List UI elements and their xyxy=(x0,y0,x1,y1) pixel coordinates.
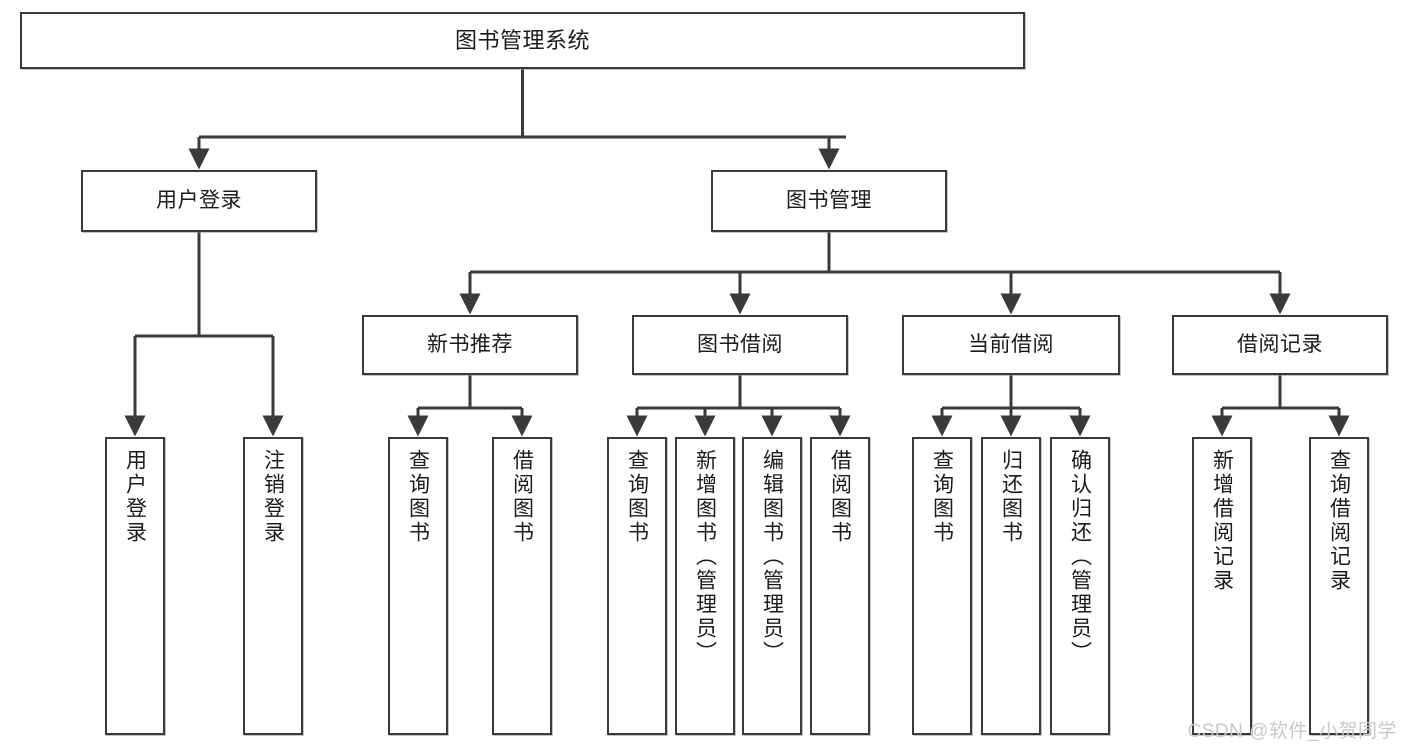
node-borrow-record-label: 借阅记录 xyxy=(1237,332,1323,356)
node-current-borrow-label: 当前借阅 xyxy=(968,332,1054,356)
node-leaf-cur-confirm-return[interactable]: 确认归还（管理员） xyxy=(1050,437,1110,735)
node-leaf-borrow-add-book-label: 新增图书（管理员） xyxy=(693,449,717,665)
node-root[interactable]: 图书管理系统 xyxy=(20,12,1025,69)
node-book-borrow[interactable]: 图书借阅 xyxy=(632,315,848,375)
node-book-manage[interactable]: 图书管理 xyxy=(711,170,947,232)
node-leaf-user-logout[interactable]: 注销登录 xyxy=(243,437,303,735)
node-leaf-borrow-edit-book-label: 编辑图书（管理员） xyxy=(760,449,784,665)
node-leaf-rec-query-book-label: 查询图书 xyxy=(406,449,430,545)
node-new-book-recommend[interactable]: 新书推荐 xyxy=(362,315,578,375)
node-new-book-recommend-label: 新书推荐 xyxy=(427,332,513,356)
node-leaf-borrow-add-book[interactable]: 新增图书（管理员） xyxy=(675,437,735,735)
node-user-login[interactable]: 用户登录 xyxy=(81,170,317,232)
node-borrow-record[interactable]: 借阅记录 xyxy=(1172,315,1388,375)
node-leaf-cur-query-book-label: 查询图书 xyxy=(930,449,954,545)
node-leaf-user-login-label: 用户登录 xyxy=(123,449,147,545)
node-leaf-rec-add-record[interactable]: 新增借阅记录 xyxy=(1192,437,1252,735)
node-leaf-rec-add-record-label: 新增借阅记录 xyxy=(1210,449,1234,593)
node-book-manage-label: 图书管理 xyxy=(786,188,872,212)
node-leaf-cur-return-book-label: 归还图书 xyxy=(999,449,1023,545)
node-leaf-borrow-query-book[interactable]: 查询图书 xyxy=(607,437,667,735)
node-current-borrow[interactable]: 当前借阅 xyxy=(902,315,1120,375)
node-leaf-rec-borrow-book[interactable]: 借阅图书 xyxy=(492,437,552,735)
node-leaf-user-login[interactable]: 用户登录 xyxy=(105,437,165,735)
node-leaf-rec-query-book[interactable]: 查询图书 xyxy=(388,437,448,735)
node-leaf-borrow-query-book-label: 查询图书 xyxy=(625,449,649,545)
node-root-label: 图书管理系统 xyxy=(454,27,590,53)
node-leaf-cur-return-book[interactable]: 归还图书 xyxy=(981,437,1041,735)
node-leaf-cur-query-book[interactable]: 查询图书 xyxy=(912,437,972,735)
node-user-login-label: 用户登录 xyxy=(156,188,242,212)
node-leaf-user-logout-label: 注销登录 xyxy=(261,449,285,545)
node-leaf-borrow-edit-book[interactable]: 编辑图书（管理员） xyxy=(742,437,802,735)
node-leaf-rec-borrow-book-label: 借阅图书 xyxy=(510,449,534,545)
node-leaf-borrow-borrow-book[interactable]: 借阅图书 xyxy=(810,437,870,735)
node-leaf-cur-confirm-return-label: 确认归还（管理员） xyxy=(1068,449,1092,665)
node-book-borrow-label: 图书借阅 xyxy=(697,332,783,356)
node-leaf-rec-query-record[interactable]: 查询借阅记录 xyxy=(1309,437,1369,735)
node-leaf-rec-query-record-label: 查询借阅记录 xyxy=(1327,449,1351,593)
node-leaf-borrow-borrow-book-label: 借阅图书 xyxy=(828,449,852,545)
